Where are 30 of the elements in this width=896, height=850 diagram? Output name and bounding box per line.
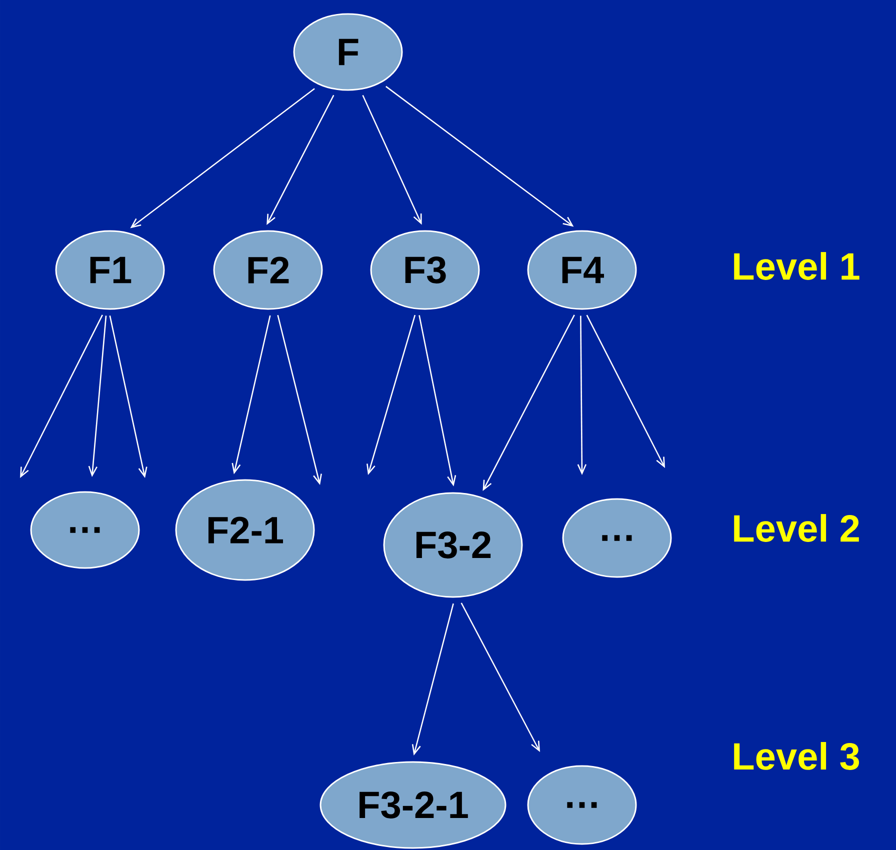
arrow bbox=[362, 94, 422, 225]
level-label: Level 2 bbox=[734, 514, 859, 542]
arrow bbox=[366, 314, 416, 475]
arrow bbox=[418, 315, 456, 486]
arrow bbox=[109, 315, 148, 478]
level-label: Level 1 bbox=[734, 252, 860, 280]
level-label: Level 3 bbox=[734, 742, 860, 770]
ellipse-node: F4 bbox=[527, 230, 637, 310]
ellipse-node: F bbox=[293, 13, 403, 91]
ellipse-node: F3-2-1 bbox=[320, 761, 506, 849]
arrow bbox=[20, 314, 104, 478]
arrow bbox=[386, 86, 574, 227]
arrow bbox=[277, 314, 322, 485]
arrow bbox=[232, 315, 271, 474]
arrow bbox=[88, 316, 107, 477]
arrow bbox=[586, 314, 665, 468]
arrow bbox=[130, 88, 315, 228]
arrow bbox=[577, 316, 587, 475]
ellipse-node: F2-1 bbox=[175, 479, 315, 581]
arrow bbox=[460, 602, 540, 752]
ellipse-node: F3 bbox=[370, 230, 480, 310]
ellipse-node: F2 bbox=[213, 230, 323, 310]
arrow bbox=[266, 94, 334, 226]
ellipse-node: F3-2 bbox=[383, 492, 523, 598]
ellipse-node: F1 bbox=[55, 230, 165, 310]
ellipse-node: … bbox=[527, 765, 637, 845]
ellipse-node: … bbox=[562, 498, 672, 578]
ellipse-node: … bbox=[30, 491, 140, 569]
arrow bbox=[482, 314, 575, 492]
arrow bbox=[412, 603, 454, 756]
